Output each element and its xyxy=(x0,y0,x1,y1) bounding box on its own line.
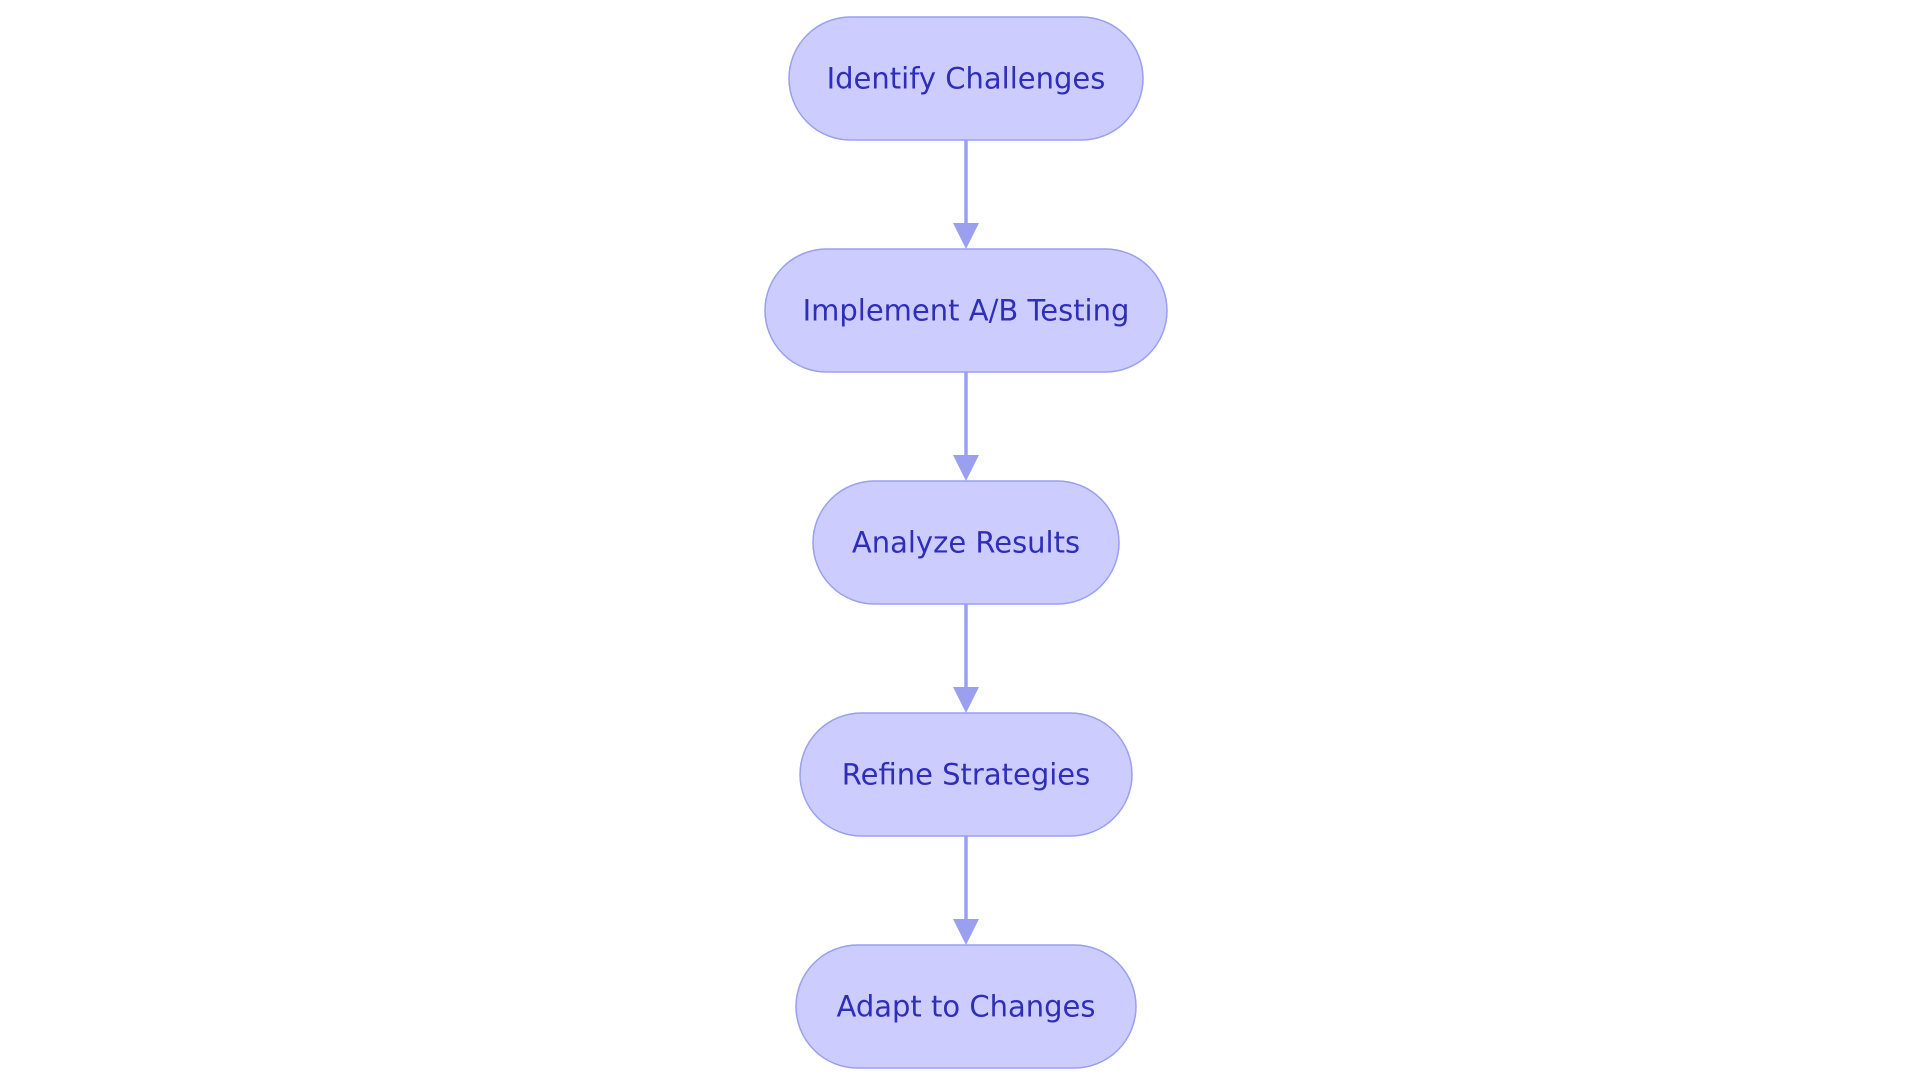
node-shape xyxy=(795,944,1137,1069)
node-label: Analyze Results xyxy=(852,526,1080,560)
node-label: Adapt to Changes xyxy=(837,990,1096,1024)
arrowhead-icon xyxy=(953,455,979,481)
node-analyze-results[interactable]: Analyze Results xyxy=(812,480,1120,605)
node-refine-strategies[interactable]: Refine Strategies xyxy=(799,712,1133,837)
edge-analyze-to-refine xyxy=(953,604,979,713)
arrowhead-icon xyxy=(953,223,979,249)
edge-implement-to-analyze xyxy=(953,372,979,481)
node-label: Identify Challenges xyxy=(827,62,1106,96)
node-label: Implement A/B Testing xyxy=(803,294,1130,328)
arrowhead-icon xyxy=(953,687,979,713)
node-shape xyxy=(799,712,1133,837)
node-shape xyxy=(764,248,1168,373)
nodes-layer: Identify Challenges Implement A/B Testin… xyxy=(764,16,1168,1069)
node-implement-ab-testing[interactable]: Implement A/B Testing xyxy=(764,248,1168,373)
node-shape xyxy=(788,16,1144,141)
node-adapt-to-changes[interactable]: Adapt to Changes xyxy=(795,944,1137,1069)
edge-refine-to-adapt xyxy=(953,836,979,945)
node-label: Refine Strategies xyxy=(842,758,1091,792)
edges-layer xyxy=(953,140,979,945)
edge-identify-to-implement xyxy=(953,140,979,249)
node-identify-challenges[interactable]: Identify Challenges xyxy=(788,16,1144,141)
arrowhead-icon xyxy=(953,919,979,945)
node-shape xyxy=(812,480,1120,605)
